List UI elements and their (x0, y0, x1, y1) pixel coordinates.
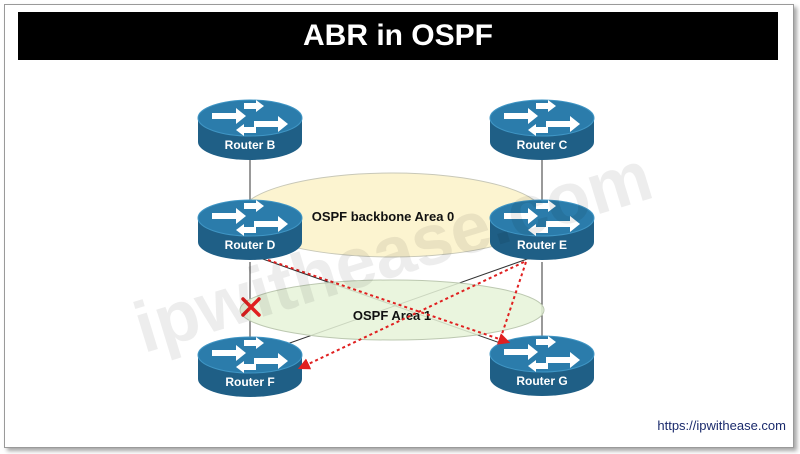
router-b-label: Router B (225, 138, 276, 152)
lsa-flood-arrows (267, 259, 527, 370)
page-title: ABR in OSPF (18, 12, 778, 60)
blocked-x-icon (241, 297, 261, 317)
router-c: Router C (489, 99, 595, 161)
arrow-d-to-g (267, 259, 511, 345)
router-f-label: Router F (225, 375, 274, 389)
arrow-e-to-f (297, 261, 525, 370)
router-e-label: Router E (517, 238, 567, 252)
backbone-area-label: OSPF backbone Area 0 (312, 209, 455, 224)
area1-label: OSPF Area 1 (353, 308, 431, 323)
router-c-label: Router C (517, 138, 568, 152)
router-e: Router E (489, 199, 595, 261)
router-f: Router F (197, 336, 303, 398)
site-url[interactable]: https://ipwithease.com (657, 418, 786, 433)
area1-ellipse (239, 279, 545, 341)
router-d-label: Router D (225, 238, 276, 252)
arrow-e-down (499, 261, 527, 341)
router-g-label: Router G (516, 374, 567, 388)
router-b: Router B (197, 99, 303, 161)
router-d: Router D (197, 199, 303, 261)
router-g: Router G (489, 335, 595, 397)
